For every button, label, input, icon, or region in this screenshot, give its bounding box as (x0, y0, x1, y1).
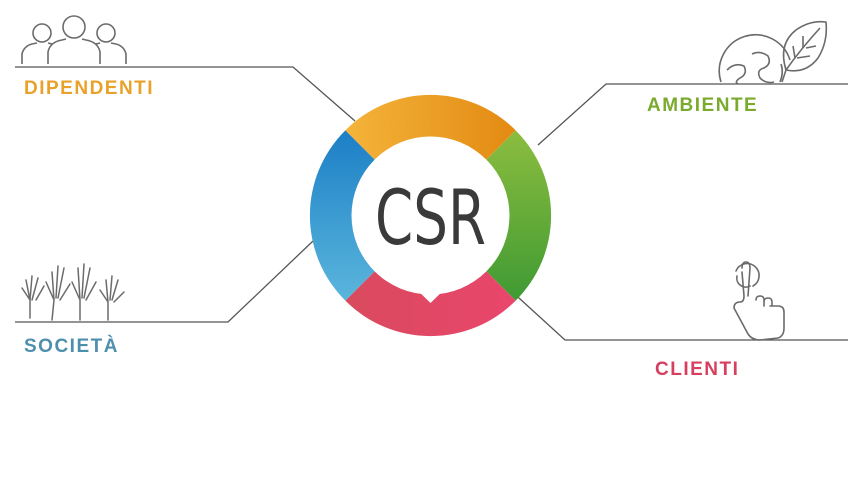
ring-segment-ambiente (486, 130, 552, 301)
ring-segment-clienti (345, 271, 516, 337)
raised-hands-icon (21, 263, 125, 321)
center-label: CSR (375, 174, 486, 262)
connector-clienti (507, 287, 848, 341)
connector-societa (15, 240, 314, 323)
ring-segment-societa (309, 130, 375, 301)
ring-segment-dipendenti (345, 94, 516, 160)
label-societa: SOCIETÀ (24, 336, 119, 357)
connector-ambiente (537, 83, 848, 146)
ring-pointer (412, 285, 449, 303)
ring-inner-disk (351, 136, 510, 295)
label-dipendenti: DIPENDENTI (24, 78, 155, 99)
globe-leaf-icon (718, 20, 828, 85)
csr-ring: CSR (309, 94, 552, 337)
label-ambiente: AMBIENTE (647, 95, 759, 116)
connector-dipendenti (15, 66, 356, 122)
connector-lines (15, 66, 848, 341)
touch-hand-icon (733, 261, 785, 341)
people-group-icon (21, 15, 127, 64)
label-clienti: CLIENTI (655, 359, 740, 380)
